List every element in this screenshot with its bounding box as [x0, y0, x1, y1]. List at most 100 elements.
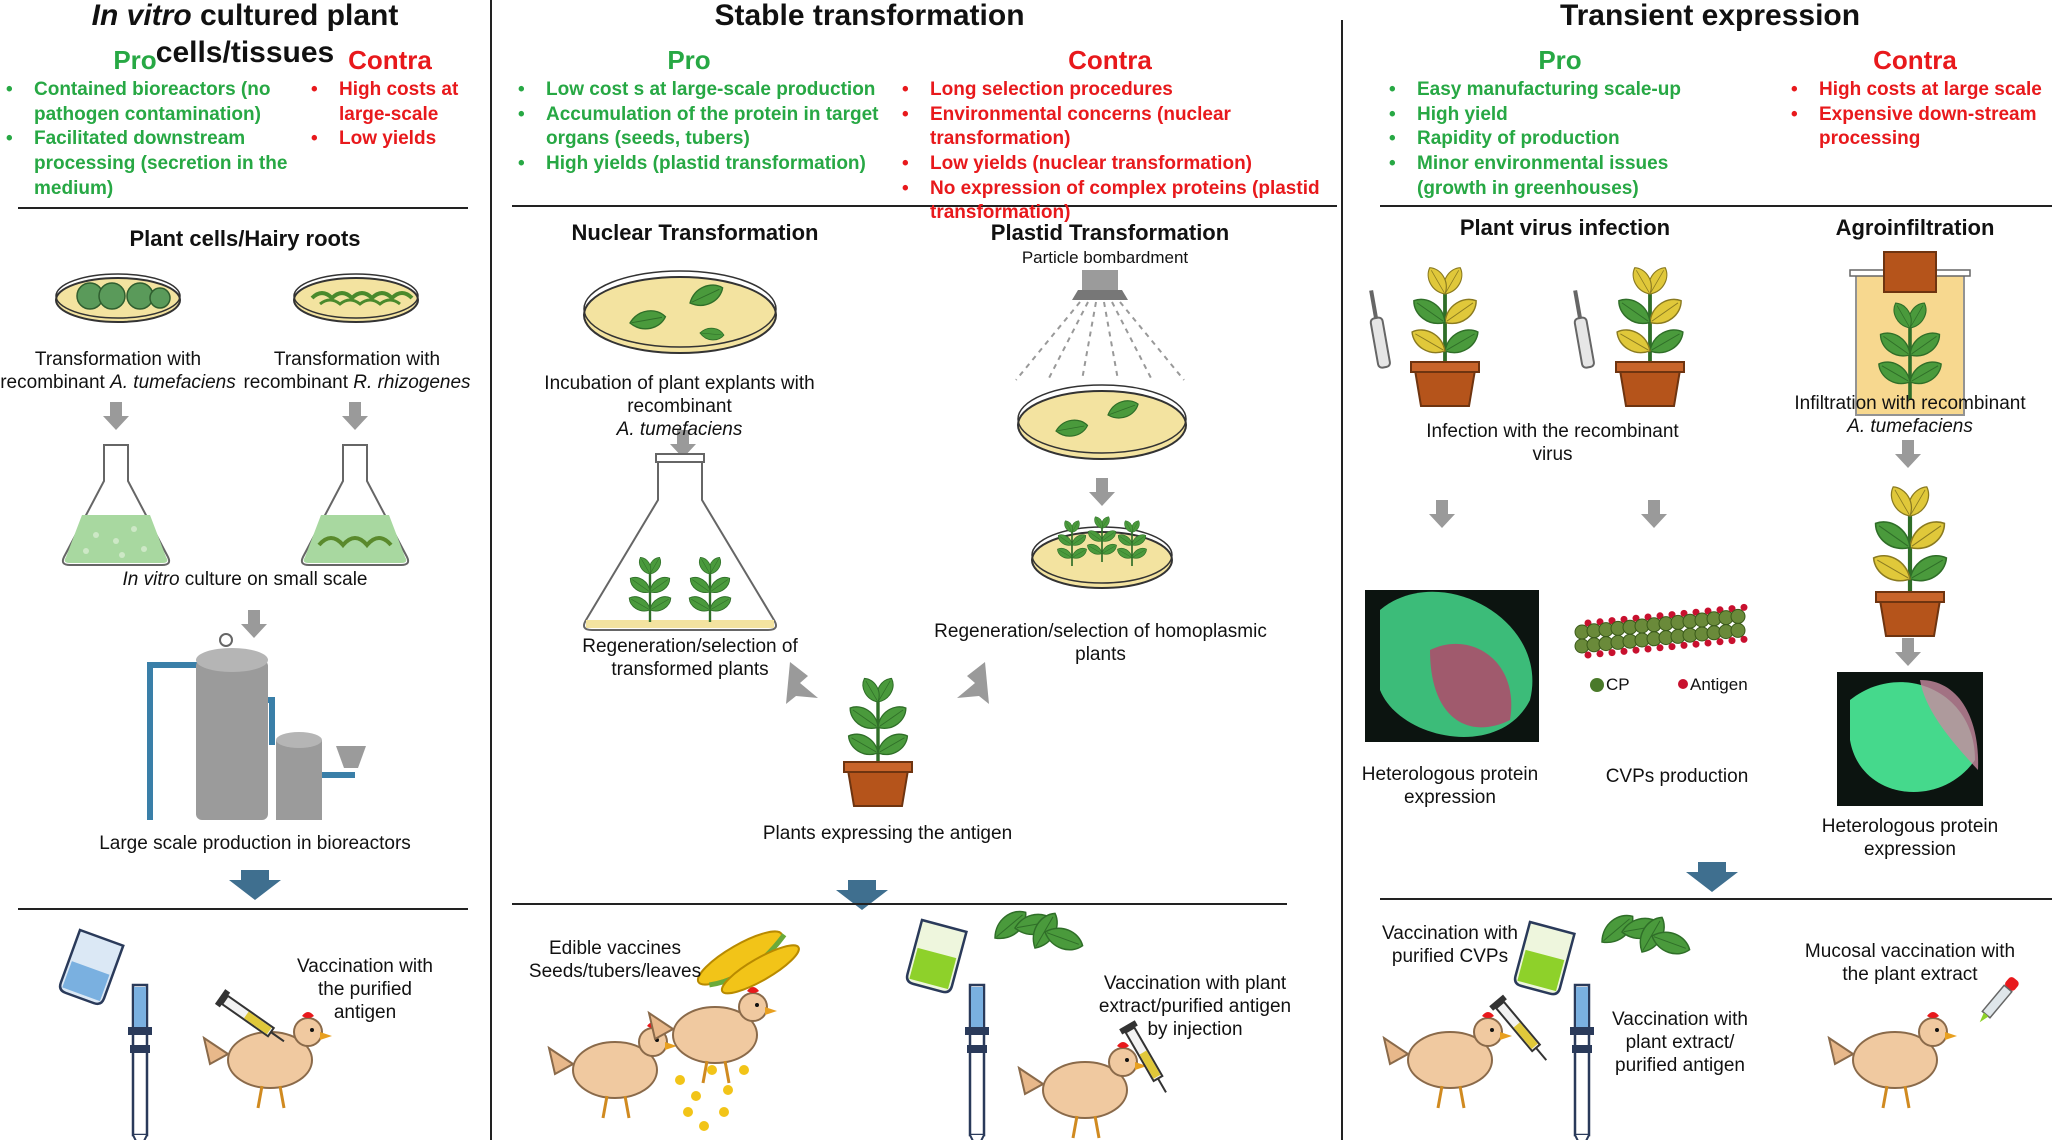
caption-line: expression	[1864, 839, 1956, 861]
caption-particle-bombardment: Particle bombardment	[1021, 248, 1189, 267]
caption-line: Vaccination with	[1382, 923, 1518, 944]
arrow-icon	[957, 662, 989, 704]
caption-heterologous-2: Heterologous protein expression	[1815, 815, 2005, 861]
arrow-down-icon	[241, 610, 267, 638]
caption-line: Infiltration with recombinant	[1794, 393, 2026, 414]
legend-cp: CP	[1606, 675, 1630, 694]
contra-item: Low yields (nuclear transformation)	[896, 152, 1341, 177]
petri-dish-icon	[1031, 515, 1173, 589]
section-divider	[1380, 205, 2052, 207]
caption-regeneration-nuclear: Regeneration/selection of transformed pl…	[560, 635, 820, 681]
caption-line: the purified	[317, 979, 412, 1001]
caption-line: Seeds/tubers/leaves	[528, 961, 702, 983]
contra-list: High costs at large-scale Low yields	[305, 78, 475, 152]
caption-line: expression	[1404, 787, 1496, 809]
column-divider	[490, 0, 492, 1140]
arrow-down-icon	[1089, 478, 1115, 506]
petri-dish-icon	[583, 270, 777, 354]
subtitle-agroinfiltration: Agroinfiltration	[1835, 215, 1995, 240]
pro-list: Low cost s at large-scale production Acc…	[512, 78, 882, 177]
pro-item: Facilitated downstream processing (secre…	[0, 127, 300, 201]
pro-heading: Pro	[113, 45, 157, 75]
caption-large-scale: Large scale production in bioreactors	[99, 833, 411, 854]
cvp-chain-icon	[1574, 603, 1748, 659]
caption-plants-antigen: Plants expressing the antigen	[762, 823, 1013, 844]
contra-item: Long selection procedures	[896, 78, 1341, 103]
plant-pot-icon	[1612, 264, 1687, 407]
caption-line: transformed plants	[611, 659, 769, 681]
petri-dish-icon	[293, 273, 419, 323]
leaf-pile-icon	[1594, 908, 1694, 960]
caption-line: virus	[1532, 444, 1573, 466]
flask-icon	[300, 444, 410, 566]
corn-icon	[696, 930, 800, 995]
syringe-icon	[1568, 983, 1596, 1140]
contra-item: Expensive down-stream processing	[1785, 103, 2052, 152]
caption-species: A. tumefaciens	[616, 419, 743, 441]
column-divider	[1341, 20, 1343, 1140]
caption-line: extract/purified antigen	[1098, 996, 1292, 1018]
caption-line: Mucosal vaccination with	[1804, 941, 2016, 962]
arrow-down-icon	[1895, 440, 1921, 468]
arrow-down-icon	[1429, 500, 1455, 528]
caption-line: the plant extract	[1842, 964, 1978, 986]
caption-species: A. tumefaciens	[1847, 416, 1973, 438]
column-title-in-vitro: In vitro cultured plant cells/tissues	[0, 0, 490, 71]
dropper-icon	[1979, 977, 2019, 1023]
caption-transformation-r: Transformation with recombinant R. rhizo…	[236, 348, 478, 394]
beaker-icon	[58, 928, 125, 1006]
petri-dish-icon	[1017, 384, 1187, 460]
syringe-icon	[963, 983, 991, 1140]
section-divider	[18, 908, 468, 910]
leaf-fluorescence-icon	[1837, 672, 1983, 806]
contra-item: No expression of complex proteins (plast…	[896, 177, 1341, 226]
pro-list: Contained bioreactors (no pathogen conta…	[0, 78, 300, 201]
caption-line: purified CVPs	[1391, 946, 1509, 968]
contra-item: Low yields	[305, 127, 475, 152]
plant-pot-icon	[1869, 483, 1952, 637]
subtitle-nuclear: Nuclear Transformation	[571, 220, 819, 245]
caption-line: plant extract/	[1625, 1032, 1735, 1054]
pro-item: Easy manufacturing scale-up	[1383, 78, 1713, 103]
caption-rest: culture on small scale	[179, 569, 368, 590]
caption-line: Heterologous protein	[1361, 764, 1539, 785]
caption-mucosal: Mucosal vaccination with the plant extra…	[1800, 940, 2020, 986]
petri-dish-icon	[55, 273, 181, 323]
caption-line: Heterologous protein	[1821, 816, 1999, 837]
caption-species: A. tumefaciens	[110, 372, 236, 394]
caption-transformation-a: Transformation with recombinant A. tumef…	[0, 348, 236, 394]
cp-legend-icon	[1590, 678, 1604, 692]
contra-heading: Contra	[1068, 45, 1152, 75]
bottle-icon	[1849, 251, 1971, 416]
caption-line: Regeneration/selection of	[582, 636, 798, 657]
column-title-transient: Transient expression	[1559, 0, 1861, 32]
pro-item: Accumulation of the protein in target or…	[512, 103, 882, 152]
contra-heading: Contra	[348, 45, 432, 75]
caption-line: Transformation with	[34, 349, 202, 370]
arrow-down-icon	[103, 402, 129, 430]
pro-heading: Pro	[1538, 45, 1582, 75]
caption-infection: Infection with the recombinant virus	[1405, 420, 1700, 466]
section-divider	[1380, 898, 2052, 900]
arrow-down-icon	[342, 402, 368, 430]
beaker-icon	[1513, 920, 1576, 996]
pro-item: Minor environmental issues (growth in gr…	[1383, 152, 1713, 201]
leaf-fluorescence-icon	[1365, 590, 1539, 742]
caption-line: Regeneration/selection of homoplasmic	[934, 621, 1267, 642]
title-italic: In vitro	[91, 0, 192, 32]
pro-item: Low cost s at large-scale production	[512, 78, 882, 103]
caption-line: Vaccination with	[297, 956, 433, 977]
caption-in-vitro-culture: In vitro culture on small scale	[0, 568, 490, 591]
arrow-down-icon	[1895, 638, 1921, 666]
pro-item: Rapidity of production	[1383, 127, 1713, 152]
flask-icon	[61, 444, 171, 566]
caption-vaccination-cvps: Vaccination with purified CVPs	[1370, 922, 1530, 968]
caption-line: purified antigen	[1615, 1055, 1745, 1077]
caption-incubation: Incubation of plant explants with recomb…	[492, 372, 867, 442]
chicken-icon	[1017, 1040, 1149, 1140]
caption-line: Incubation of plant explants with recomb…	[544, 373, 815, 418]
pro-item: Contained bioreactors (no pathogen conta…	[0, 78, 300, 127]
caption-line: recombinant	[0, 372, 111, 394]
contra-list: High costs at large scale Expensive down…	[1785, 78, 2052, 152]
